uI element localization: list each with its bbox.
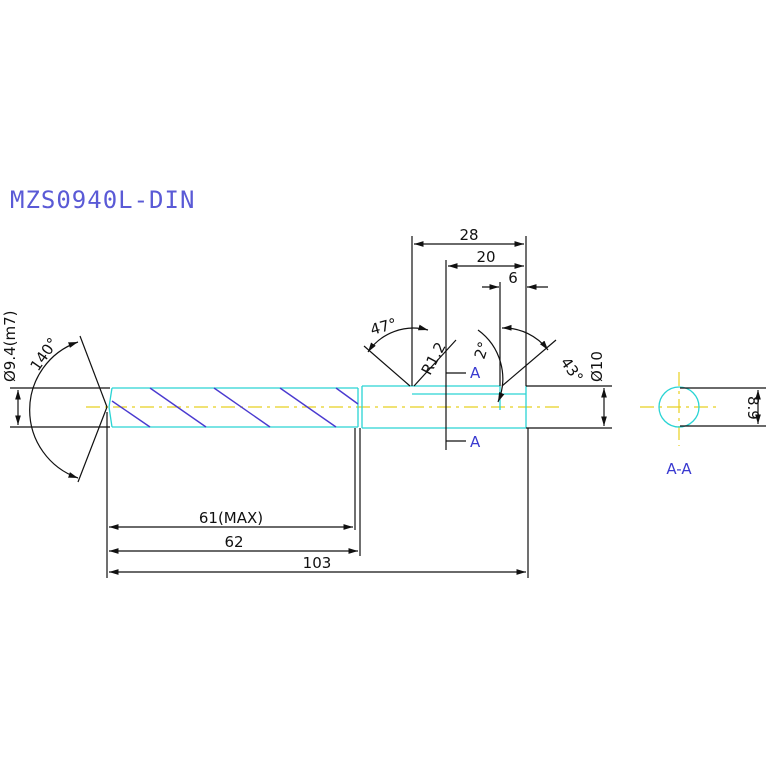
length-6-label: 6: [508, 269, 518, 287]
flute-length-label: 61(MAX): [199, 509, 263, 527]
point-angle-dimension: 140°: [27, 334, 108, 483]
top-length-dimensions: 28 20 6: [411, 226, 548, 450]
angle-47-label: 47°: [368, 315, 398, 339]
section-marker-bottom: A: [470, 433, 481, 451]
section-marker-top: A: [470, 364, 481, 382]
length-20-label: 20: [476, 248, 495, 266]
bottom-length-dimensions: 61(MAX) 62 103: [106, 412, 529, 578]
section-dimension-label: 8.9: [744, 396, 762, 420]
shank-diameter-label: Ø10: [588, 351, 606, 382]
body-length-label: 62: [224, 533, 243, 551]
drawing-title: MZS0940L-DIN: [10, 186, 195, 214]
radius-label: R1.2: [418, 339, 450, 378]
angle-43-label: 43°: [557, 354, 587, 386]
tip-diameter-label: Ø9.4(m7): [1, 310, 19, 382]
section-view: 8.9 A-A: [640, 372, 766, 478]
section-view-label: A-A: [666, 460, 692, 478]
flute-lines: [111, 387, 359, 428]
overall-length-label: 103: [303, 554, 332, 572]
tool-outline: [108, 385, 527, 429]
section-markers: A A: [446, 364, 481, 451]
angle-2-label: 2°: [471, 339, 493, 361]
tip-diameter-dimension: Ø9.4(m7): [1, 310, 110, 428]
radius-dimension: R1.2: [413, 339, 457, 387]
angle-43-dimension: 43°: [501, 324, 587, 387]
length-28-label: 28: [459, 226, 478, 244]
shank-diameter-dimension: Ø10: [526, 351, 612, 429]
angle-47-dimension: 47°: [363, 315, 429, 387]
